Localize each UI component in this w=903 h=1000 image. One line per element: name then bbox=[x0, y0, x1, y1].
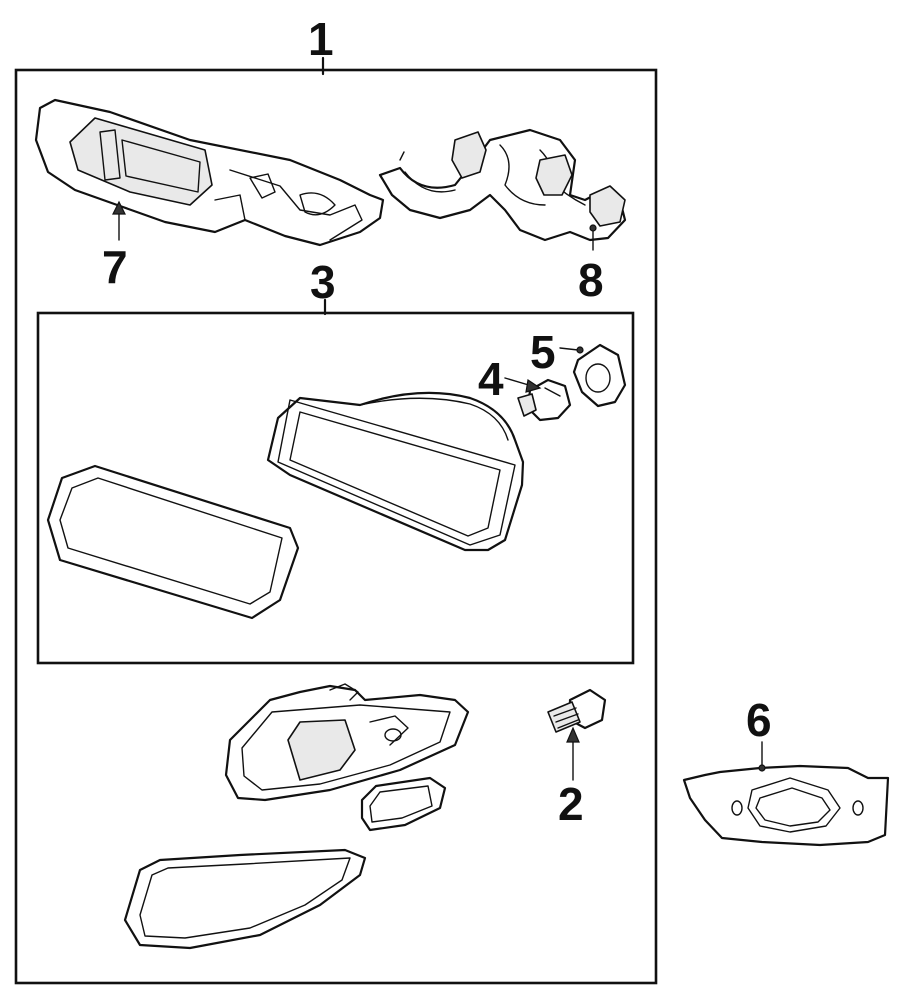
marker-lens-small bbox=[360, 776, 447, 832]
lens-subassembly-frame bbox=[36, 298, 635, 665]
callout-6: 6 bbox=[746, 694, 772, 772]
callout-8-label: 8 bbox=[578, 254, 604, 306]
callout-6-label: 6 bbox=[746, 694, 772, 746]
callout-4-label: 4 bbox=[478, 353, 504, 405]
socket-part-5 bbox=[572, 343, 627, 408]
housing-part-7 bbox=[34, 98, 385, 247]
bolt-part-2 bbox=[547, 688, 607, 733]
callout-8: 8 bbox=[578, 224, 604, 306]
marker-lens-large bbox=[123, 848, 367, 950]
callout-3-label: 3 bbox=[310, 256, 336, 308]
lamp-housing bbox=[266, 391, 525, 552]
bulb-part-4 bbox=[517, 378, 572, 422]
bracket-part-6 bbox=[682, 764, 890, 847]
callout-5-label: 5 bbox=[530, 326, 556, 378]
callout-1-label: 1 bbox=[308, 13, 334, 65]
callout-7-label: 7 bbox=[102, 241, 128, 293]
callout-4: 4 bbox=[478, 353, 542, 405]
lens-cover bbox=[46, 464, 300, 620]
harness-part-8 bbox=[378, 128, 627, 242]
callout-2-label: 2 bbox=[558, 778, 584, 830]
assembly-frame bbox=[14, 56, 658, 985]
callout-2: 2 bbox=[558, 726, 584, 830]
callout-7: 7 bbox=[102, 200, 128, 293]
callout-5: 5 bbox=[530, 326, 584, 378]
side-marker-housing bbox=[224, 683, 470, 802]
